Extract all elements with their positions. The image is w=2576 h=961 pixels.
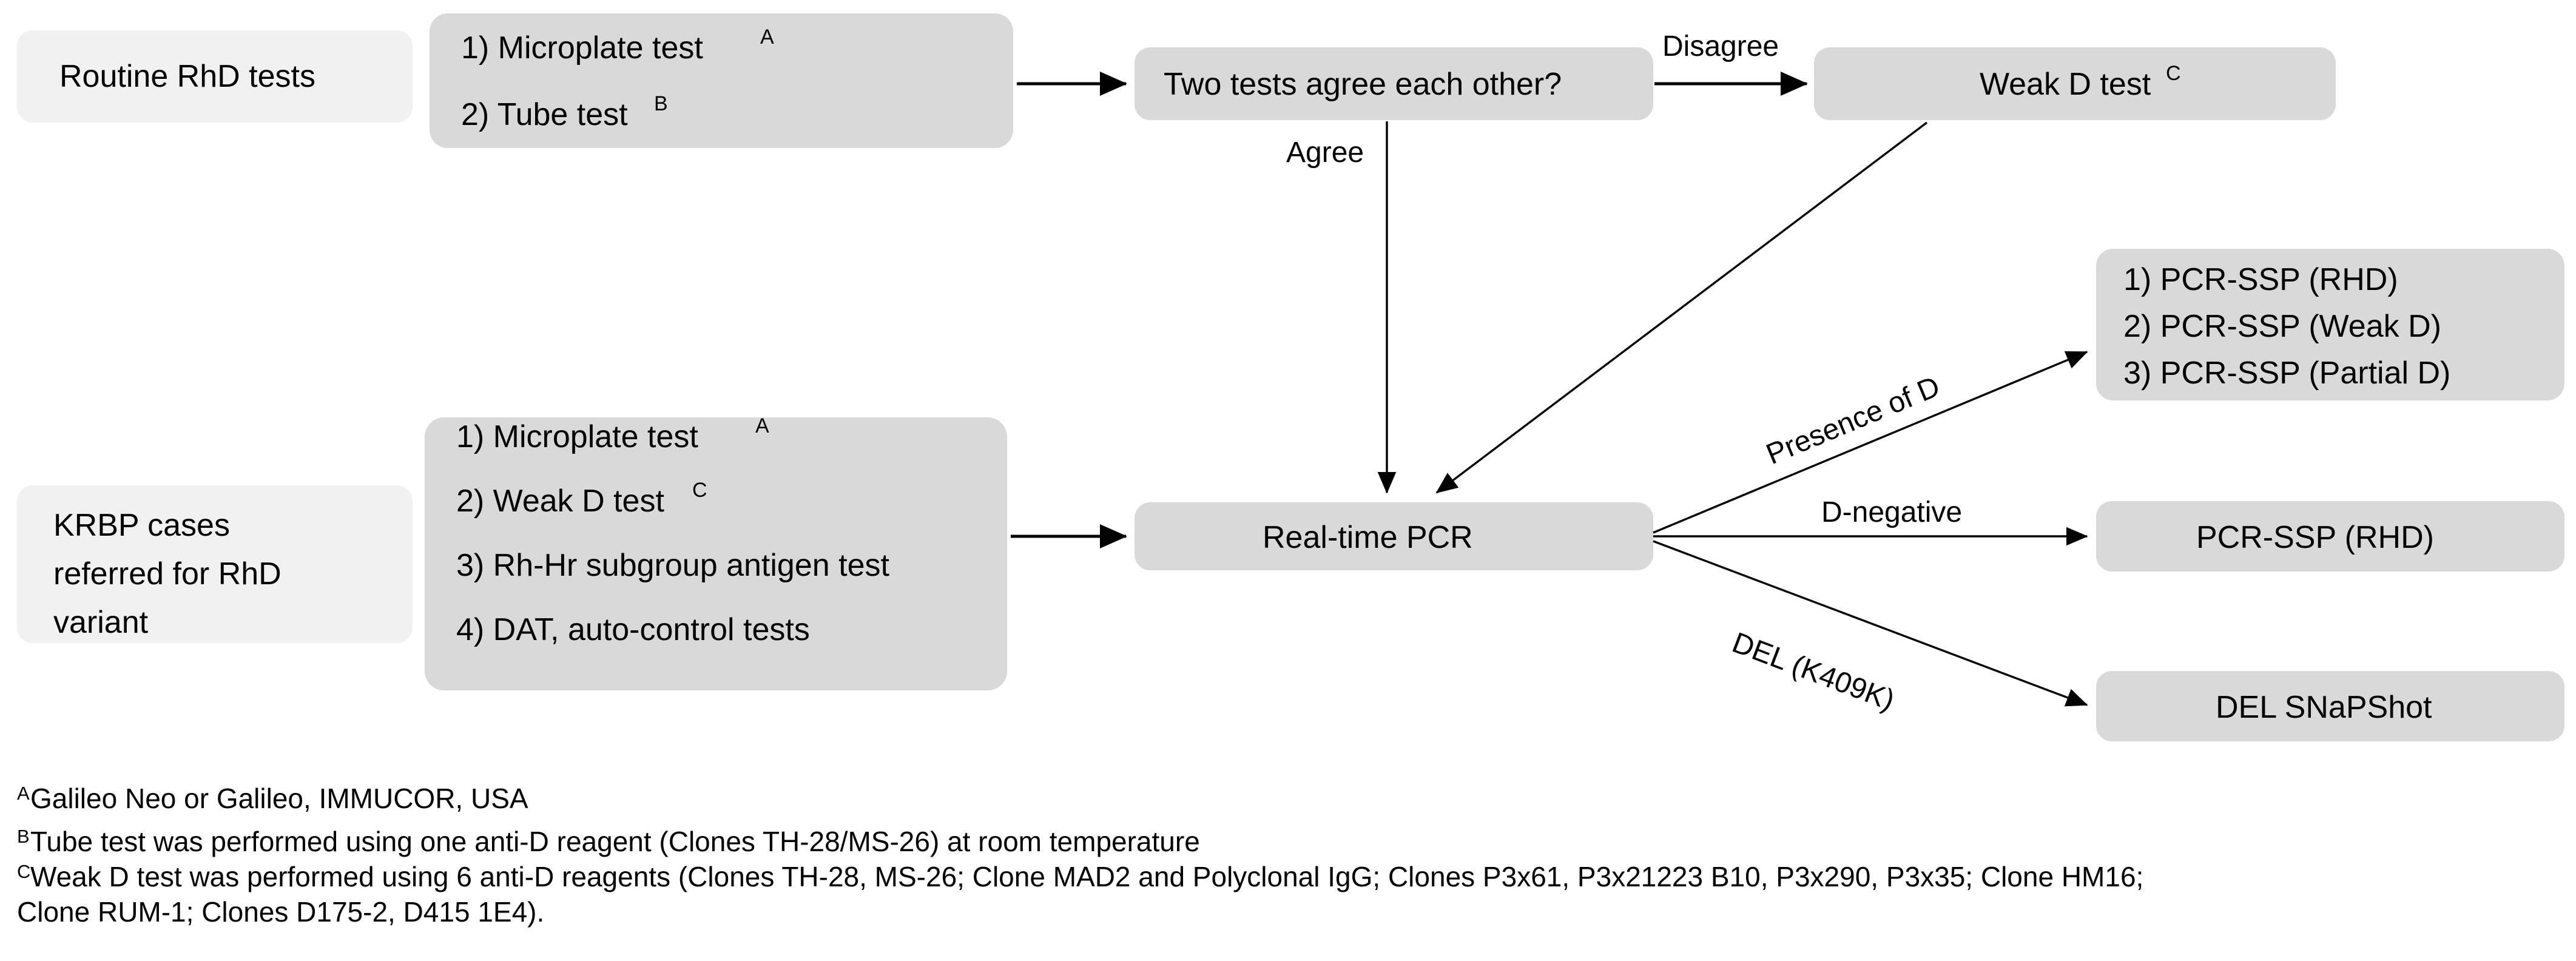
footnote-3-text: Clone RUM-1; Clones D175-2, D415 1E4). [17, 896, 544, 928]
node-decision-two-tests-agree[interactable]: Two tests agree each other? [1135, 47, 1653, 120]
node-pcr-ssp-rhd-box [2096, 501, 2564, 572]
node-routine-rhd-tests[interactable]: Routine RhD tests [17, 30, 413, 123]
edge-realtime-pcr-to-del-snapshot [1653, 540, 2088, 707]
footnotes: A Galileo Neo or Galileo, IMMUCOR, USA B… [17, 783, 2143, 928]
node-weak-d-test-sup: C [2166, 62, 2181, 85]
footnote-0-text: Galileo Neo or Galileo, IMMUCOR, USA [30, 783, 528, 814]
edge-label-d-negative: D-negative [1821, 496, 1962, 528]
edge-label-presence-of-d: Presence of D [1762, 370, 1944, 471]
node-krbp-test-list-item-1-sup: C [692, 479, 707, 502]
node-krbp-cases-box [17, 485, 413, 643]
footnote-0-marker: A [17, 783, 30, 804]
node-del-snapshot[interactable]: DEL SNaPShot [2096, 671, 2564, 741]
node-weak-d-test[interactable]: Weak D test C [1814, 47, 2336, 120]
edge-label-disagree: Disagree [1662, 30, 1779, 62]
node-routine-test-list-item-0: 1) Microplate test [461, 30, 703, 66]
node-krbp-test-list-item-2: 3) Rh-Hr subgroup antigen test [456, 548, 889, 583]
node-realtime-pcr-label: Real-time PCR [1263, 520, 1473, 555]
node-pcr-ssp-panel[interactable]: 1) PCR-SSP (RHD) 2) PCR-SSP (Weak D) 3) … [2096, 249, 2564, 400]
node-routine-test-list-item-1: 2) Tube test [461, 97, 628, 132]
node-decision-two-tests-agree-box [1135, 47, 1653, 120]
node-weak-d-test-box [1814, 47, 2336, 120]
node-weak-d-test-label: Weak D test [1980, 67, 2151, 102]
footnote-1-marker: B [17, 826, 30, 847]
node-krbp-cases-line-2: variant [53, 605, 149, 640]
node-krbp-test-list-box [425, 417, 1007, 690]
node-krbp-test-list[interactable]: 1) Microplate test A 2) Weak D test C 3)… [425, 414, 1007, 690]
node-routine-rhd-tests-box [17, 30, 413, 123]
node-realtime-pcr[interactable]: Real-time PCR [1135, 502, 1653, 570]
node-pcr-ssp-panel-item-0: 1) PCR-SSP (RHD) [2123, 262, 2398, 297]
node-pcr-ssp-panel-item-1: 2) PCR-SSP (Weak D) [2123, 309, 2441, 344]
node-routine-test-list-item-1-sup: B [654, 92, 668, 115]
node-routine-test-list-box [430, 13, 1013, 148]
node-krbp-cases-line-0: KRBP cases [53, 508, 230, 543]
node-routine-rhd-tests-label: Routine RhD tests [59, 59, 315, 94]
edge-weak-d-to-realtime-pcr [1435, 121, 1928, 494]
edge-label-del-k409k: DEL (K409K) [1728, 627, 1899, 717]
node-routine-test-list[interactable]: 1) Microplate test A 2) Tube test B [430, 13, 1013, 148]
node-del-snapshot-label: DEL SNaPShot [2216, 690, 2432, 725]
node-krbp-cases[interactable]: KRBP cases referred for RhD variant [17, 485, 413, 643]
node-krbp-cases-line-1: referred for RhD [53, 556, 282, 592]
node-pcr-ssp-panel-box [2096, 249, 2564, 400]
footnote-1-text: Tube test was performed using one anti-D… [30, 826, 1200, 857]
node-routine-test-list-item-0-sup: A [760, 25, 774, 49]
node-pcr-ssp-rhd-label: PCR-SSP (RHD) [2196, 520, 2434, 555]
node-krbp-test-list-item-1: 2) Weak D test [456, 484, 664, 519]
node-krbp-test-list-item-3: 4) DAT, auto-control tests [456, 612, 810, 647]
node-decision-two-tests-agree-label: Two tests agree each other? [1164, 67, 1562, 102]
edge-realtime-pcr-to-pcr-ssp-panel [1653, 351, 2088, 534]
footnote-2-text: Weak D test was performed using 6 anti-D… [30, 861, 2143, 892]
node-krbp-test-list-item-0: 1) Microplate test [456, 419, 698, 454]
node-krbp-test-list-item-0-sup: A [755, 414, 769, 437]
node-realtime-pcr-box [1135, 502, 1653, 570]
node-del-snapshot-box [2096, 671, 2564, 741]
node-pcr-ssp-rhd[interactable]: PCR-SSP (RHD) [2096, 501, 2564, 572]
footnote-2-marker: C [17, 861, 30, 882]
edge-label-agree: Agree [1286, 137, 1364, 169]
node-pcr-ssp-panel-item-2: 3) PCR-SSP (Partial D) [2123, 356, 2450, 391]
